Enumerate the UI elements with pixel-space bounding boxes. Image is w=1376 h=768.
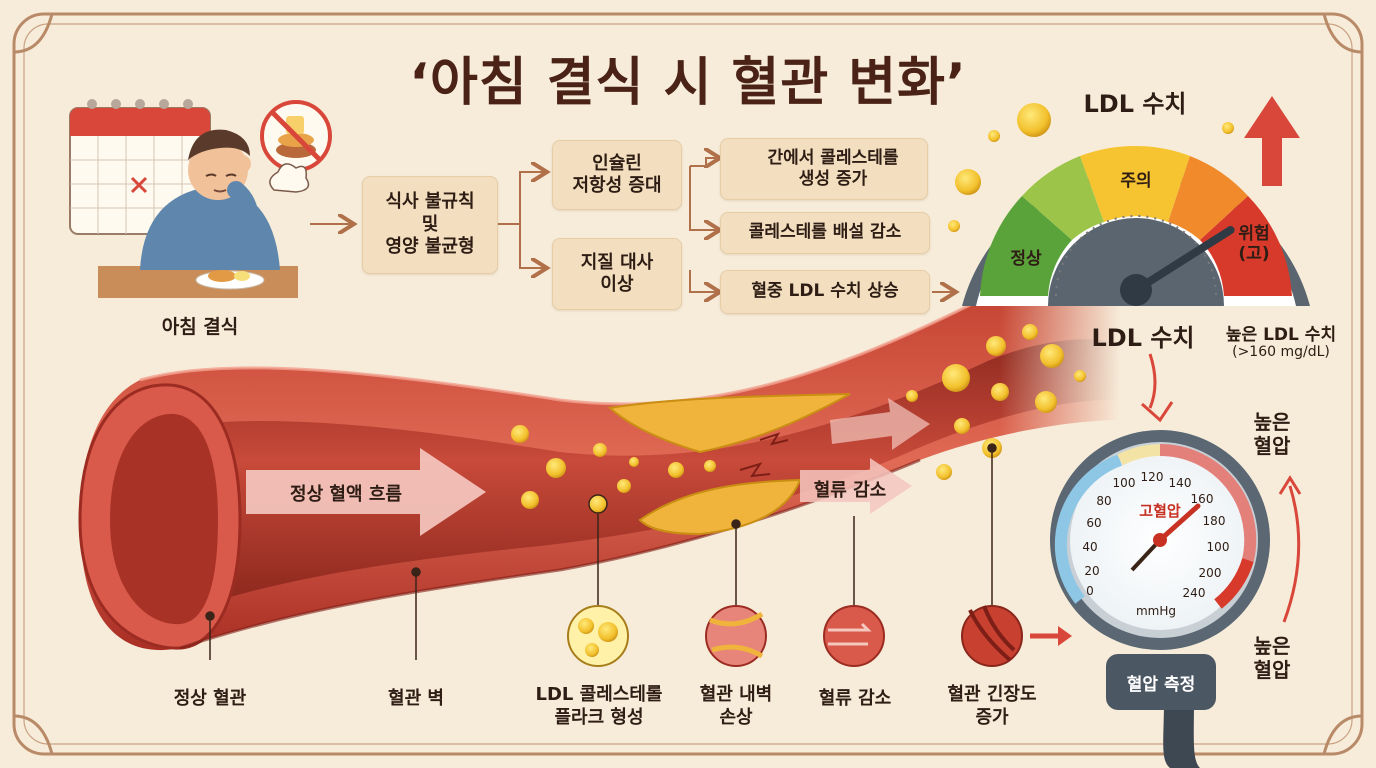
bp-tick-label: 180 (1202, 514, 1226, 528)
callout-lines (205, 443, 997, 660)
flow-step-lipid-metabolism: 지질 대사 이상 (552, 238, 682, 310)
bp-tick-label: 80 (1096, 494, 1112, 508)
ldl-gauge-title: LDL 수치 (1083, 90, 1187, 118)
breakfast-skip-label: 아침 결식 (161, 316, 239, 338)
bp-tick-label: 160 (1190, 492, 1214, 506)
bp-tick-label: 100 (1112, 476, 1136, 490)
bp-unit: mmHg (1135, 604, 1177, 618)
ldl-gauge-caption: LDL 수치 (1091, 324, 1195, 352)
callout-normal-vessel: 정상 혈관 (173, 688, 247, 709)
flow-step-cholesterol-excretion: 콜레스테롤 배설 감소 (720, 212, 930, 254)
arrow-up-icon (1244, 96, 1300, 186)
arrow-curve-icon (1282, 485, 1301, 623)
flow-normal-label: 정상 혈액 흐름 (290, 484, 402, 505)
ldl-segment-normal: 정상 (1010, 249, 1042, 269)
tired-person-icon (98, 129, 298, 298)
bp-tick-label: 60 (1086, 516, 1102, 530)
flow-arrows (310, 158, 954, 292)
bp-tick-label: 120 (1140, 470, 1164, 484)
decorative-frame (12, 12, 1364, 756)
blood-vessel (78, 275, 1120, 651)
blood-flow-arrow-normal (246, 448, 486, 536)
callout-vascular-tone: 혈관 긴장도 증가 (947, 684, 1037, 728)
arrow-down-icon (1148, 353, 1157, 409)
bp-tick-label: 140 (1168, 476, 1192, 490)
ldl-gauge (962, 145, 1310, 306)
bp-plate-label: 혈압 측정 (1126, 675, 1196, 695)
bp-center-label: 고혈압 (1139, 502, 1181, 520)
bp-tick-label: 0 (1086, 584, 1094, 598)
bp-tick-label: 40 (1082, 540, 1098, 554)
callout-endothelial-damage: 혈관 내벽 손상 (699, 684, 773, 728)
high-bp-label-top: 높은 혈압 (1253, 410, 1291, 458)
flow-step-irregular-meals: 식사 불규칙 및 영양 불균형 (362, 176, 498, 274)
flow-step-insulin-resistance: 인슐린 저항성 증대 (552, 140, 682, 210)
flow-reduced-label: 혈류 감소 (813, 480, 887, 501)
no-food-icon (260, 100, 332, 193)
page-title: ‘아침 결식 시 혈관 변화’ (409, 53, 967, 113)
high-ldl-value: (>160 mg/dL) (1232, 344, 1330, 360)
blood-pressure-gauge (1050, 430, 1270, 768)
high-bp-label-bottom: 높은 혈압 (1253, 634, 1291, 682)
flow-step-ldl-rise: 혈중 LDL 수치 상승 (720, 270, 930, 314)
bp-tick-label: 20 (1084, 564, 1100, 578)
callout-ldl-plaque: LDL 콜레스테롤 플라크 형성 (535, 684, 663, 728)
high-ldl-label: 높은 LDL 수치 (1225, 325, 1337, 345)
bp-tick-label: 100 (1206, 540, 1230, 554)
blood-flow-arrow-reduced (800, 398, 930, 514)
callout-reduced-flow: 혈류 감소 (818, 688, 892, 709)
callout-vessel-wall: 혈관 벽 (388, 688, 444, 709)
bp-tick-label: 200 (1198, 566, 1222, 580)
callout-circles (567, 605, 1072, 667)
flow-step-liver-cholesterol: 간에서 콜레스테롤 생성 증가 (720, 138, 928, 200)
bp-tick-label: 240 (1182, 586, 1206, 600)
ldl-segment-danger: 위험 (고) (1238, 224, 1270, 265)
ldl-segment-caution: 주의 (1120, 171, 1152, 191)
